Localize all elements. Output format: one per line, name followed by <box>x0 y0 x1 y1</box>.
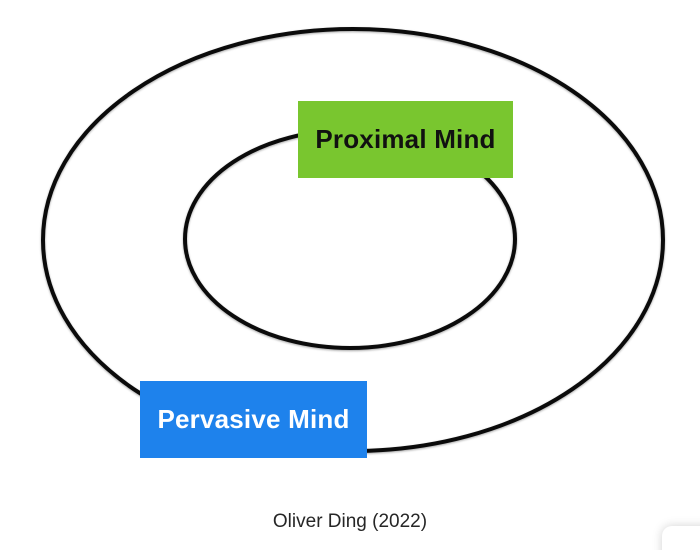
bottom-right-corner-widget <box>662 526 700 550</box>
attribution-caption: Oliver Ding (2022) <box>272 511 428 532</box>
proximal-mind-box: Proximal Mind <box>298 101 513 178</box>
proximal-mind-label: Proximal Mind <box>315 124 496 154</box>
pervasive-mind-label: Pervasive Mind <box>157 404 350 434</box>
pervasive-mind-box: Pervasive Mind <box>140 381 367 458</box>
